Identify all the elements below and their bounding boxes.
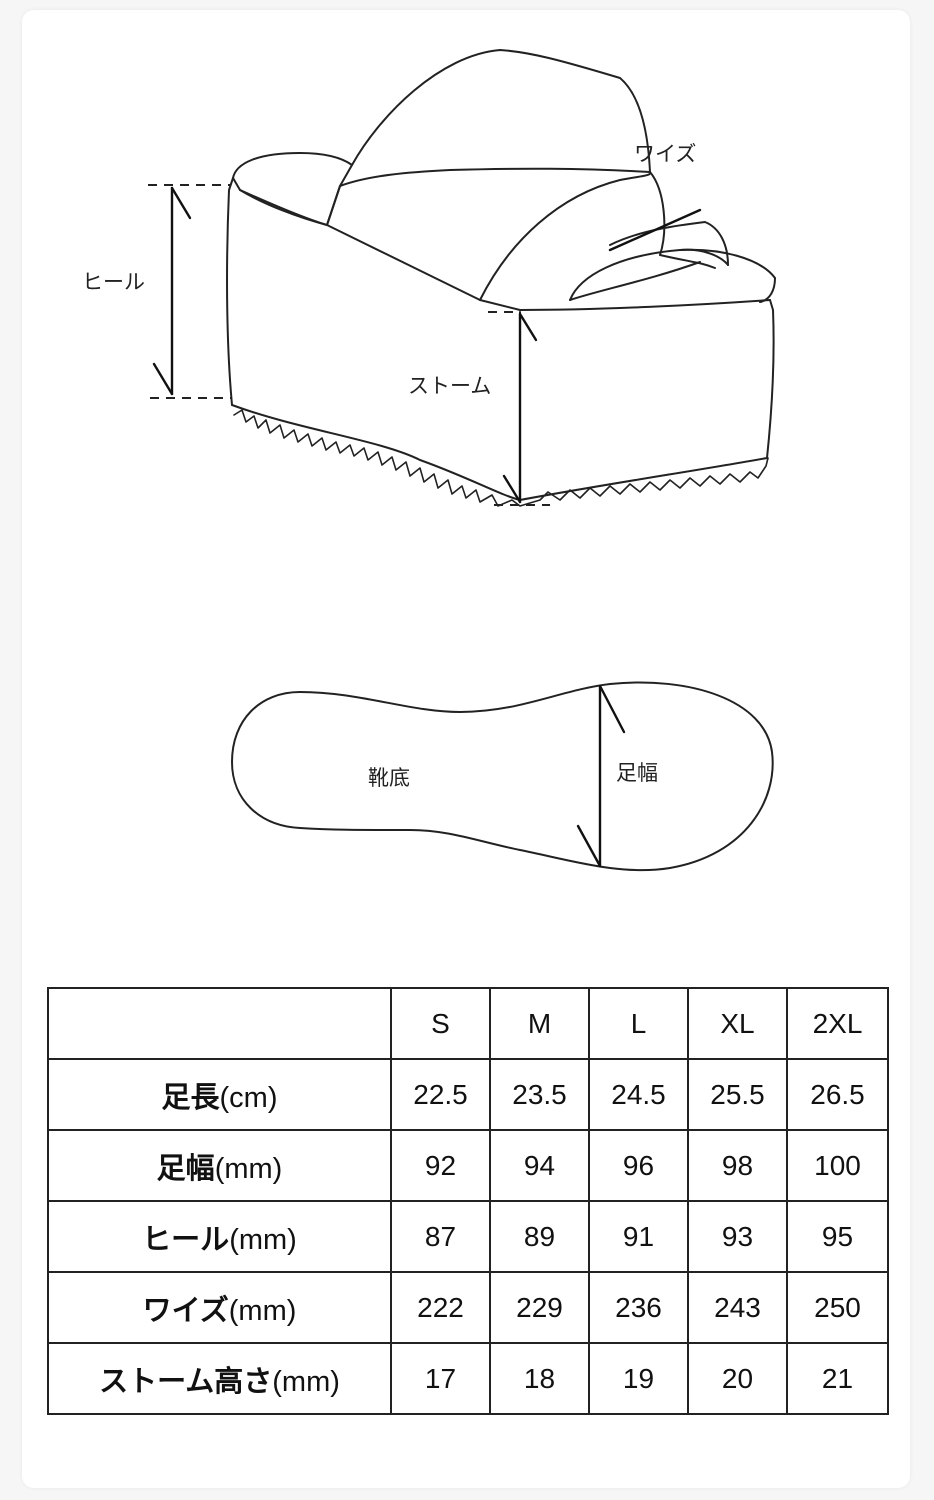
size-header: XL xyxy=(687,987,788,1060)
value-cell: 19 xyxy=(588,1342,689,1415)
sole-tread xyxy=(233,409,769,507)
strap-outline xyxy=(351,49,651,173)
strap-inner-2 xyxy=(659,254,716,269)
value-cell: 236 xyxy=(588,1271,689,1344)
row-label: 足幅 xyxy=(156,1152,215,1185)
value-cell: 95 xyxy=(786,1200,889,1273)
table-row-foot-length: 足長(cm) 22.5 23.5 24.5 25.5 26.5 xyxy=(47,1058,889,1131)
table-row-heel: ヒール(mm) 87 89 91 93 95 xyxy=(47,1200,889,1273)
row-label: ストーム高さ xyxy=(99,1365,273,1398)
value-cell: 22.5 xyxy=(390,1058,491,1131)
platform-front-outline xyxy=(519,299,775,501)
footbed-line xyxy=(239,189,481,301)
row-label-cell: ワイズ(mm) xyxy=(47,1271,392,1344)
size-header-row: S M L XL 2XL xyxy=(47,987,889,1060)
row-label: ヒール xyxy=(142,1223,230,1256)
row-label-cell: 足幅(mm) xyxy=(47,1129,392,1202)
value-cell: 243 xyxy=(687,1271,788,1344)
row-label-cell: 足長(cm) xyxy=(47,1058,392,1131)
label-storm: ストーム xyxy=(408,374,491,398)
value-cell: 26.5 xyxy=(786,1058,889,1131)
row-unit: (mm) xyxy=(272,1365,340,1398)
strap-lower-edge xyxy=(479,171,652,301)
value-cell: 20 xyxy=(687,1342,788,1415)
strap-front-edge xyxy=(326,167,666,256)
heel-side-outline xyxy=(226,177,234,406)
storm-arrow-head-top xyxy=(518,312,538,342)
toe-cap xyxy=(679,248,729,266)
heel-arrow-head-bottom xyxy=(152,362,174,396)
foot-width-arrow-head-bottom xyxy=(576,824,602,868)
size-header: S xyxy=(390,987,491,1060)
value-cell: 23.5 xyxy=(489,1058,590,1131)
value-cell: 98 xyxy=(687,1129,788,1202)
value-cell: 24.5 xyxy=(588,1058,689,1131)
label-heel: ヒール xyxy=(82,270,145,294)
value-cell: 94 xyxy=(489,1129,590,1202)
shoe-measurement-diagram: ワイズ ヒール ストーム 靴底 足幅 xyxy=(82,49,776,872)
row-unit: (mm) xyxy=(228,1294,297,1327)
row-label-cell: ヒール(mm) xyxy=(47,1200,392,1273)
value-cell: 21 xyxy=(786,1342,889,1415)
platform-bottom-edge xyxy=(231,404,768,501)
row-unit: (mm) xyxy=(229,1223,297,1256)
value-cell: 17 xyxy=(390,1342,491,1415)
value-cell: 87 xyxy=(390,1200,491,1273)
strap-inner xyxy=(609,221,729,266)
size-header: 2XL xyxy=(786,987,889,1060)
row-unit: (mm) xyxy=(214,1152,283,1185)
table-row-foot-width: 足幅(mm) 92 94 96 98 100 xyxy=(47,1129,889,1202)
foot-width-arrow-head-top xyxy=(598,684,626,734)
label-foot-width: 足幅 xyxy=(616,761,658,785)
storm-arrow-head-bottom xyxy=(502,474,522,504)
label-insole: 靴底 xyxy=(368,766,410,790)
size-header: M xyxy=(489,987,590,1060)
value-cell: 222 xyxy=(390,1271,491,1344)
corner-cell xyxy=(47,987,392,1060)
table-row-width: ワイズ(mm) 222 229 236 243 250 xyxy=(47,1271,889,1344)
row-label: ワイズ xyxy=(142,1294,229,1327)
insole-outline xyxy=(231,681,774,872)
value-cell: 250 xyxy=(786,1271,889,1344)
toe-inner xyxy=(569,261,701,301)
value-cell: 91 xyxy=(588,1200,689,1273)
value-cell: 96 xyxy=(588,1129,689,1202)
size-header: L xyxy=(588,987,689,1060)
value-cell: 89 xyxy=(489,1200,590,1273)
table-row-storm-height: ストーム高さ(mm) 17 18 19 20 21 xyxy=(47,1342,889,1415)
platform-top-edge xyxy=(479,299,771,311)
heel-arrow-head-top xyxy=(170,186,192,220)
label-width: ワイズ xyxy=(634,142,696,166)
value-cell: 25.5 xyxy=(687,1058,788,1131)
width-arrow xyxy=(608,208,702,252)
value-cell: 93 xyxy=(687,1200,788,1273)
value-cell: 100 xyxy=(786,1129,889,1202)
size-chart-table: S M L XL 2XL 足長(cm) 22.5 23.5 24.5 25.5 … xyxy=(47,987,889,1415)
row-unit: (cm) xyxy=(219,1081,278,1114)
value-cell: 92 xyxy=(390,1129,491,1202)
heel-block-outline xyxy=(232,152,353,226)
toe-outline xyxy=(569,248,776,303)
row-label: 足長 xyxy=(161,1081,220,1114)
value-cell: 18 xyxy=(489,1342,590,1415)
row-label-cell: ストーム高さ(mm) xyxy=(47,1342,392,1415)
value-cell: 229 xyxy=(489,1271,590,1344)
